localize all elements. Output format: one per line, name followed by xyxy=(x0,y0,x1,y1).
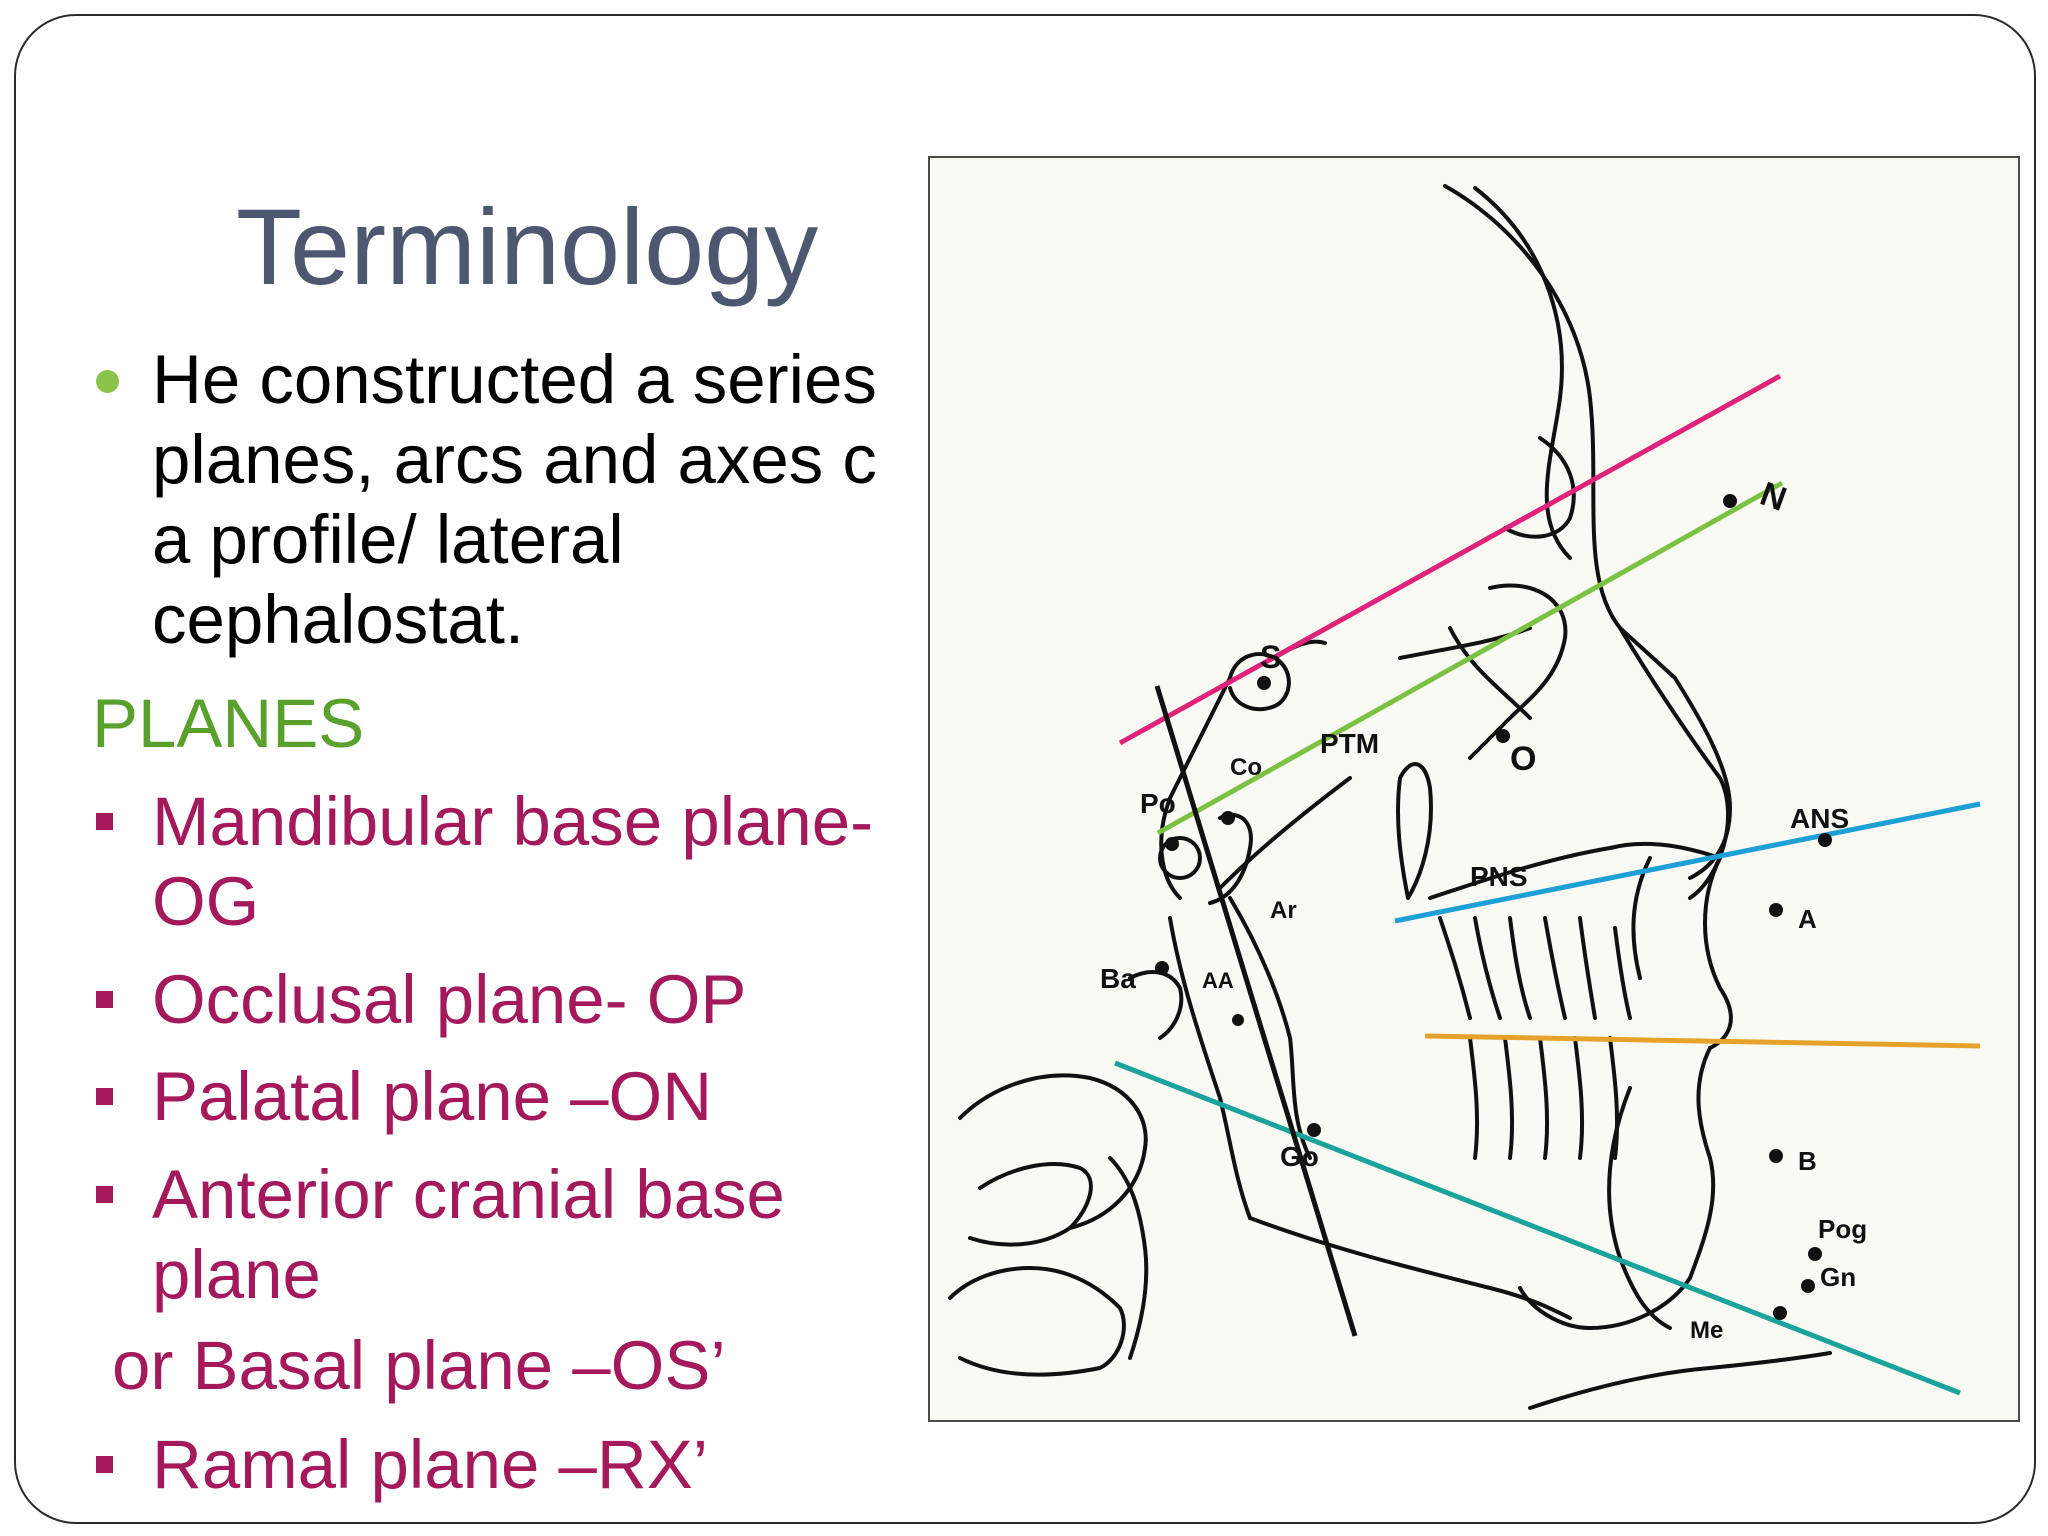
ramal-line xyxy=(1154,685,1358,1337)
axis-body xyxy=(948,1266,1126,1377)
maxilla-posterior xyxy=(1218,776,1352,890)
symphysis xyxy=(1607,1086,1672,1330)
label-aa: AA xyxy=(1202,968,1234,993)
ptm-fissure xyxy=(1396,762,1433,900)
label-gn: Gn xyxy=(1820,1262,1856,1292)
label-a: A xyxy=(1798,904,1817,934)
orbit-lower xyxy=(1468,583,1568,760)
landmark-me-dot xyxy=(1773,1306,1787,1320)
square-bullet-icon xyxy=(96,1186,113,1203)
landmark-gn-dot xyxy=(1801,1279,1815,1293)
label-me: Me xyxy=(1690,1317,1723,1344)
palatal-line xyxy=(1394,801,1981,924)
occlusal-line xyxy=(1424,1033,1981,1049)
chin xyxy=(1518,1276,1692,1330)
lower-teeth xyxy=(1468,1036,1620,1160)
landmark-ans-dot xyxy=(1818,833,1832,847)
label-pog: Pog xyxy=(1818,1214,1867,1244)
landmark-co-dot xyxy=(1221,811,1235,825)
orbit-outline xyxy=(1503,436,1576,539)
plane-item-anterior-cranial-line-1: Anterior cranial base xyxy=(152,1156,785,1233)
plane-item-palatal: Palatal plane –ON xyxy=(152,1058,713,1135)
bullet-line-3: a profile/ lateral xyxy=(152,501,624,578)
mandibular-line xyxy=(1114,1060,1961,1396)
frontal-bone-outline xyxy=(1443,184,1677,680)
cephalometric-tracing: N S O PTM Co Po Ar Ba AA PNS ANS A Go B … xyxy=(948,184,1981,1410)
condyle xyxy=(1208,812,1253,905)
plane-item-ramal: Ramal plane –RX’ xyxy=(152,1426,709,1503)
upper-lip xyxy=(1703,856,1733,1050)
bullet-line-1: He constructed a series xyxy=(152,341,877,418)
label-n: N xyxy=(1755,475,1791,519)
slide-title: Terminology xyxy=(236,186,819,307)
fh-line xyxy=(1156,480,1784,836)
nasal-floor xyxy=(1428,841,1722,900)
plane-item-mandibular-line-2: OG xyxy=(152,863,260,940)
nose-profile xyxy=(1673,676,1732,880)
plane-item-basal: or Basal plane –OS’ xyxy=(112,1327,726,1404)
frontal-bone-inner xyxy=(1473,186,1572,560)
orbit-cross xyxy=(1398,626,1532,720)
label-o: O xyxy=(1510,740,1536,778)
landmark-go-dot xyxy=(1307,1123,1321,1137)
label-ans: ANS xyxy=(1790,803,1849,834)
landmark-aa-dot xyxy=(1232,1014,1244,1026)
basion-region xyxy=(1128,970,1184,1040)
landmark-n-dot xyxy=(1723,494,1737,508)
label-pns: PNS xyxy=(1470,861,1528,892)
plane-item-mandibular-line-1: Mandibular base plane- xyxy=(152,783,874,860)
landmark-s-dot xyxy=(1257,676,1271,690)
landmark-b-dot xyxy=(1769,1149,1783,1163)
label-s: S xyxy=(1260,639,1281,675)
label-po: Po xyxy=(1140,788,1176,819)
submental xyxy=(1528,1351,1832,1410)
label-ptm: PTM xyxy=(1320,728,1379,759)
ramus-anterior xyxy=(1228,896,1312,1160)
bullet-line-2: planes, arcs and axes c xyxy=(152,421,877,498)
landmark-a-dot xyxy=(1769,903,1783,917)
porion-ear-rod xyxy=(1158,836,1202,880)
sella-turcica xyxy=(1228,652,1291,712)
maxilla-anterior xyxy=(1631,856,1652,980)
label-ba: Ba xyxy=(1100,963,1136,994)
ramus-posterior xyxy=(1168,916,1252,1220)
plane-item-occlusal: Occlusal plane- OP xyxy=(152,961,747,1038)
label-go: Go xyxy=(1280,1141,1319,1172)
bullet-line-4: cephalostat. xyxy=(152,581,525,658)
square-bullet-icon xyxy=(96,1456,113,1473)
square-bullet-icon xyxy=(96,813,113,830)
slide: Terminology He constructed a series plan… xyxy=(14,14,2036,1524)
atlas xyxy=(968,1162,1093,1247)
landmark-po-dot xyxy=(1165,837,1179,851)
section-heading: PLANES xyxy=(92,685,365,762)
occiput xyxy=(1108,1156,1149,1360)
cephalometric-figure: N S O PTM Co Po Ar Ba AA PNS ANS A Go B … xyxy=(928,156,2020,1422)
cervical-vertebra xyxy=(958,1073,1148,1230)
lower-lip xyxy=(1688,1046,1716,1280)
landmark-o-dot xyxy=(1496,729,1510,743)
label-co: Co xyxy=(1230,754,1262,781)
square-bullet-icon xyxy=(96,1088,113,1105)
upper-teeth xyxy=(1438,916,1632,1020)
mandible-lower-border xyxy=(1248,1216,1572,1320)
plane-item-anterior-cranial-line-2: plane xyxy=(152,1236,321,1313)
label-ar: Ar xyxy=(1270,897,1297,924)
label-b: B xyxy=(1798,1146,1817,1176)
bullet-dot-icon xyxy=(96,370,119,393)
sn-line xyxy=(1118,373,1782,746)
landmark-pog-dot xyxy=(1808,1247,1822,1261)
landmark-ba-dot xyxy=(1155,961,1169,975)
square-bullet-icon xyxy=(96,991,113,1008)
